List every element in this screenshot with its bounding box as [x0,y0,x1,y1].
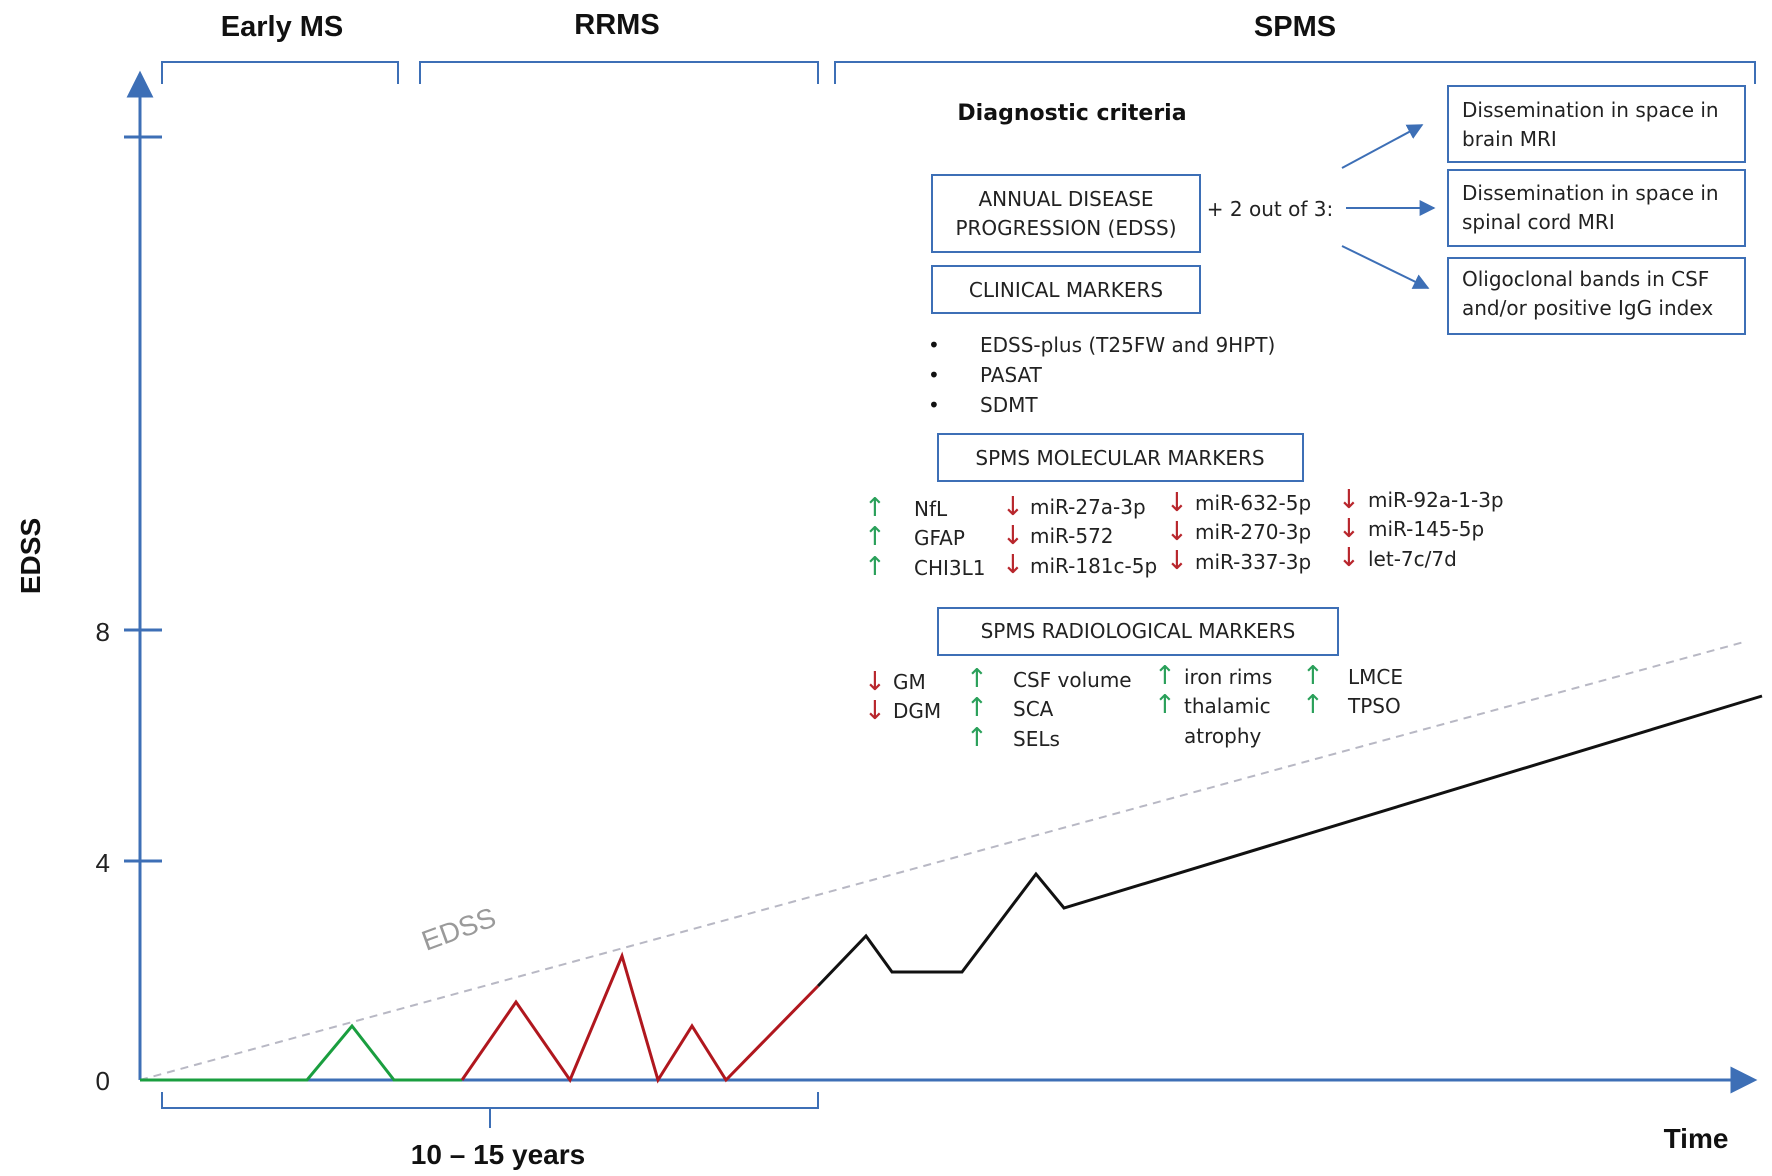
bullet-icon: • [928,363,940,387]
rrms-curve [460,951,820,1084]
radiological-increased-item: SCA [1013,697,1054,721]
spms-bracket [834,61,1756,84]
edss-trend-label: EDSS [418,901,500,956]
progression-box-frame [931,174,1201,253]
progression-box-line-2: PROGRESSION (EDSS) [955,216,1176,240]
spms-curve [816,694,1763,988]
down-arrow-icon: ↓ [1166,488,1188,518]
early-ms-bracket [161,61,399,84]
option-oligoclonal-frame [1447,257,1746,335]
clinical-markers-heading: CLINICAL MARKERS [969,278,1163,302]
diagnostic-criteria-heading: Diagnostic criteria [957,101,1186,126]
down-arrow-icon: ↓ [1166,546,1188,576]
clinical-item: SDMT [980,393,1038,417]
molecular-increased-item: CHI3L1 [914,556,986,580]
clinical-markers-frame [931,265,1201,314]
stage-label-rrms: RRMS [574,9,659,41]
duration-label: 10 – 15 years [411,1139,585,1170]
up-arrow-icon: ↑ [966,723,988,753]
radiological-markers-heading: SPMS RADIOLOGICAL MARKERS [981,619,1296,643]
clinical-item: EDSS-plus (T25FW and 9HPT) [980,333,1275,357]
clinical-item: PASAT [980,363,1043,387]
option-brain-mri-line-1: Dissemination in space in [1462,98,1719,122]
up-arrow-icon: ↑ [864,552,886,582]
stage-label-spms: SPMS [1254,11,1336,43]
option-brain-mri: Dissemination in space in brain MRI [1447,85,1746,163]
down-arrow-icon: ↓ [864,696,886,726]
radiological-increased-item: CSF volume [1013,668,1132,692]
down-arrow-icon: ↓ [864,667,886,697]
down-arrow-icon: ↓ [1002,492,1024,522]
rrms-bracket [419,61,819,84]
radiological-increased-item: LMCE [1348,665,1403,689]
radiological-increased-item: TPSO [1347,694,1401,718]
radiological-decreased-item: GM [893,670,926,694]
down-arrow-icon: ↓ [1338,543,1360,573]
option-oligoclonal-line-1: Oligoclonal bands in CSF [1462,267,1709,291]
clinical-markers-box: CLINICAL MARKERS [931,265,1201,314]
up-arrow-icon: ↑ [1154,661,1176,691]
radiological-increased-item: thalamic [1184,694,1271,718]
y-axis-label: EDSS [15,518,46,594]
up-arrow-icon: ↑ [966,693,988,723]
molecular-increased-item: NfL [914,497,948,521]
option-oligoclonal-line-2: and/or positive IgG index [1462,296,1713,320]
down-arrow-icon: ↓ [1002,521,1024,551]
option-oligoclonal: Oligoclonal bands in CSF and/or positive… [1447,257,1746,335]
radiological-decreased-item: DGM [893,699,941,723]
arrow-to-brain-mri [1341,124,1424,169]
up-arrow-icon: ↑ [1302,661,1324,691]
option-spinal-mri: Dissemination in space in spinal cord MR… [1447,169,1746,247]
molecular-decreased-item: miR-27a-3p [1030,495,1146,519]
radiological-markers-box: SPMS RADIOLOGICAL MARKERS [937,607,1339,656]
y-tick-label-8: 8 [96,617,110,647]
duration-bracket [161,1092,819,1128]
radiological-increased-item: atrophy [1184,724,1261,748]
option-spinal-mri-line-2: spinal cord MRI [1462,210,1615,234]
down-arrow-icon: ↓ [1338,485,1360,515]
radiological-increased-item: iron rims [1184,665,1272,689]
molecular-markers-heading: SPMS MOLECULAR MARKERS [975,446,1264,470]
molecular-decreased-item: let-7c/7d [1368,547,1457,571]
molecular-decreased-item: miR-337-3p [1195,550,1311,574]
molecular-decreased-item: miR-92a-1-3p [1368,488,1504,512]
down-arrow-icon: ↓ [1002,550,1024,580]
bullet-icon: • [928,333,940,357]
up-arrow-icon: ↑ [966,664,988,694]
y-tick-label-4: 4 [96,848,110,878]
molecular-decreased-item: miR-145-5p [1368,517,1484,541]
option-brain-mri-frame [1447,85,1746,163]
arrow-to-oligoclonal [1341,245,1430,289]
molecular-decreased-item: miR-270-3p [1195,520,1311,544]
molecular-decreased-item: miR-572 [1030,524,1114,548]
plus-two-of-three: + 2 out of 3: [1207,197,1333,221]
radiological-markers-frame [937,607,1339,656]
bullet-icon: • [928,393,940,417]
option-spinal-mri-frame [1447,169,1746,247]
stage-label-early-ms: Early MS [221,11,344,43]
progression-box-line-1: ANNUAL DISEASE [978,187,1153,211]
progression-box: ANNUAL DISEASE PROGRESSION (EDSS) [931,174,1201,253]
molecular-decreased-item: miR-632-5p [1195,491,1311,515]
x-axis-label: Time [1664,1123,1729,1154]
up-arrow-icon: ↑ [864,493,886,523]
up-arrow-icon: ↑ [864,522,886,552]
molecular-markers-box: SPMS MOLECULAR MARKERS [937,433,1304,482]
up-arrow-icon: ↑ [1154,690,1176,720]
radiological-increased-item: SELs [1013,727,1060,751]
edss-trend-line [139,641,1745,1081]
early-ms-curve [140,1023,462,1082]
option-spinal-mri-line-1: Dissemination in space in [1462,181,1719,205]
option-brain-mri-line-2: brain MRI [1462,127,1557,151]
y-tick-label-0: 0 [96,1066,110,1096]
molecular-markers-frame [937,433,1304,482]
molecular-decreased-item: miR-181c-5p [1030,554,1157,578]
molecular-increased-item: GFAP [914,526,965,550]
down-arrow-icon: ↓ [1166,517,1188,547]
up-arrow-icon: ↑ [1302,690,1324,720]
down-arrow-icon: ↓ [1338,514,1360,544]
